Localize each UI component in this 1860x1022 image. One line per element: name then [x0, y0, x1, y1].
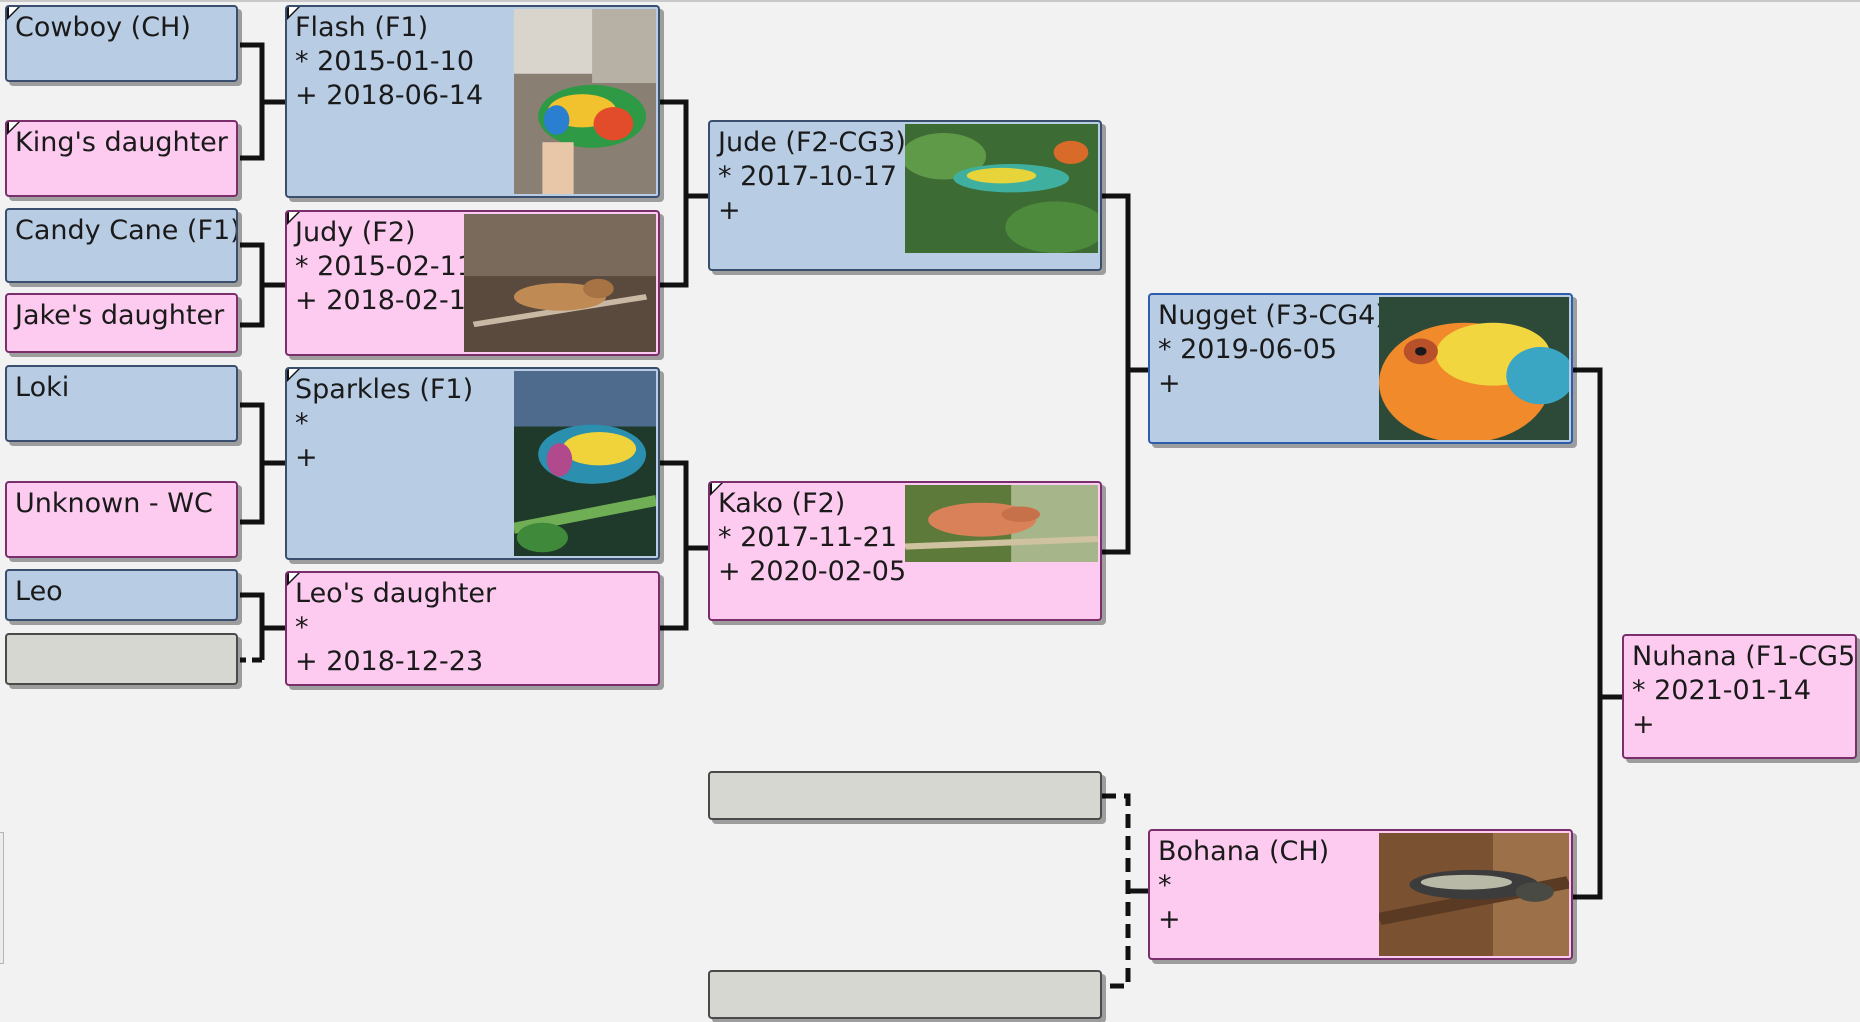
person-card-nugget[interactable]: Nugget (F3-CG4) * 2019-06-05 + — [1148, 293, 1573, 444]
death-date: + 2018-06-14 — [295, 80, 484, 111]
person-name: Nugget (F3-CG4) — [1158, 300, 1386, 331]
person-card-kako[interactable]: Kako (F2) * 2017-11-21 + 2020-02-05 — [708, 481, 1102, 621]
connector-flash-parents — [240, 42, 265, 161]
person-name: Cowboy (CH) — [15, 12, 191, 43]
chameleon-photo-icon — [1379, 833, 1569, 956]
death-date: + — [1158, 368, 1181, 399]
birth-date: * — [295, 612, 309, 643]
death-date: + — [295, 442, 318, 473]
person-name: Nuhana (F1-CG5) — [1632, 641, 1857, 672]
person-card-leo[interactable]: Leo — [5, 569, 238, 621]
person-card-flash[interactable]: Flash (F1) * 2015-01-10 + 2018-06-14 — [285, 5, 660, 198]
death-date: + — [1158, 904, 1181, 935]
chameleon-photo-icon — [514, 9, 656, 194]
birth-date: * 2021-01-14 — [1632, 675, 1811, 706]
person-card-sparkles[interactable]: Sparkles (F1) * + — [285, 367, 660, 560]
person-card-unknown-wc[interactable]: Unknown - WC — [5, 481, 238, 558]
birth-date: * 2015-02-11 — [295, 251, 474, 282]
chameleon-photo-icon — [1379, 297, 1569, 440]
person-name: Judy (F2) — [295, 217, 416, 248]
person-card-bohana[interactable]: Bohana (CH) * + — [1148, 829, 1573, 960]
has-parents-marker-icon — [710, 483, 723, 496]
has-parents-marker-icon — [287, 212, 300, 225]
person-name: Jake's daughter — [15, 300, 225, 331]
person-name: Candy Cane (F1) — [15, 215, 238, 246]
person-name: King's daughter — [15, 127, 228, 158]
death-date: + — [718, 195, 741, 226]
person-name: Leo — [15, 576, 63, 607]
connector-kako-parents — [660, 460, 689, 631]
connector-nugget-parents — [1102, 193, 1131, 555]
person-name: Bohana (CH) — [1158, 836, 1330, 867]
person-card-leos-daughter[interactable]: Leo's daughter * + 2018-12-23 — [285, 571, 660, 686]
empty-person-slot[interactable] — [5, 633, 238, 685]
connector-sparkles-parents — [240, 402, 265, 525]
death-date: + — [1632, 709, 1655, 740]
chameleon-photo-icon — [514, 371, 656, 556]
connector-jude-parents — [660, 99, 689, 288]
has-parents-marker-icon — [7, 122, 20, 135]
person-name: Sparkles (F1) — [295, 374, 474, 405]
birth-date: * 2015-01-10 — [295, 46, 474, 77]
person-name: Unknown - WC — [15, 488, 213, 519]
chameleon-photo-icon — [464, 214, 656, 352]
person-card-loki[interactable]: Loki — [5, 365, 238, 442]
person-name: Flash (F1) — [295, 12, 429, 43]
top-divider — [0, 0, 1860, 2]
connector-bohana-parents — [1102, 793, 1131, 989]
death-date: + 2018-02-15 — [295, 285, 484, 316]
person-name: Loki — [15, 372, 70, 403]
person-card-jakes-daughter[interactable]: Jake's daughter — [5, 293, 238, 353]
has-parents-marker-icon — [287, 369, 300, 382]
person-card-kings-daughter[interactable]: King's daughter — [5, 120, 238, 197]
birth-date: * 2017-11-21 — [718, 522, 897, 553]
person-card-cowboy[interactable]: Cowboy (CH) — [5, 5, 238, 82]
person-card-jude[interactable]: Jude (F2-CG3) * 2017-10-17 + — [708, 120, 1102, 271]
death-date: + 2018-12-23 — [295, 646, 484, 677]
person-name: Jude (F2-CG3) — [718, 127, 906, 158]
chameleon-photo-icon — [905, 485, 1098, 562]
person-card-nuhana[interactable]: Nuhana (F1-CG5) * 2021-01-14 + — [1622, 634, 1857, 759]
death-date: + 2020-02-05 — [718, 556, 907, 587]
birth-date: * 2019-06-05 — [1158, 334, 1337, 365]
birth-date: * — [295, 408, 309, 439]
empty-person-slot[interactable] — [708, 970, 1102, 1019]
person-card-judy[interactable]: Judy (F2) * 2015-02-11 + 2018-02-15 — [285, 210, 660, 356]
has-parents-marker-icon — [287, 7, 300, 20]
birth-date: * 2017-10-17 — [718, 161, 897, 192]
connector-nuhana-parents — [1573, 367, 1603, 900]
person-name: Leo's daughter — [295, 578, 497, 609]
person-card-candy-cane[interactable]: Candy Cane (F1) — [5, 208, 238, 283]
side-panel-edge — [0, 832, 4, 964]
birth-date: * — [1158, 870, 1172, 901]
connector-leos-daughter-parents — [240, 592, 265, 660]
person-name: Kako (F2) — [718, 488, 846, 519]
chameleon-photo-icon — [905, 124, 1098, 253]
has-parents-marker-icon — [287, 573, 300, 586]
connector-judy-parents — [240, 242, 265, 328]
empty-person-slot[interactable] — [708, 771, 1102, 820]
has-parents-marker-icon — [7, 7, 20, 20]
